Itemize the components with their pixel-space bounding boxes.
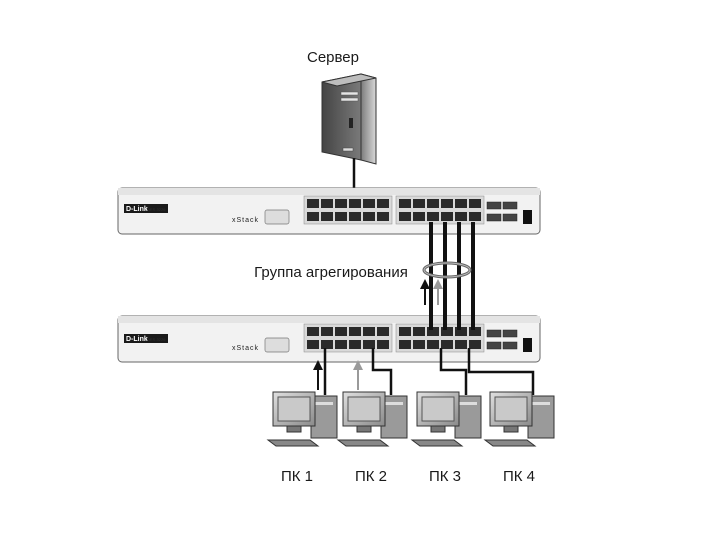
switch-top-brand: D-Link xyxy=(126,206,148,213)
pc-2 xyxy=(336,391,408,447)
server xyxy=(321,73,377,165)
aggregation-label: Группа агрегирования xyxy=(254,264,408,281)
pc-arrow-black xyxy=(313,360,323,390)
aggregation-arrow-gray xyxy=(433,279,443,305)
pc-4-label: ПК 4 xyxy=(503,468,535,485)
pc-4 xyxy=(483,391,555,447)
pc-cables xyxy=(323,348,535,395)
pc-arrow-gray xyxy=(353,360,363,390)
console-port-bottom xyxy=(264,337,290,353)
pc-3 xyxy=(410,391,482,447)
server-label: Сервер xyxy=(307,49,359,66)
pc-1-label: ПК 1 xyxy=(281,468,313,485)
switch-top-indicator xyxy=(523,210,532,224)
switch-bottom-stack: xStack xyxy=(232,345,259,352)
switch-bottom-indicator xyxy=(523,338,532,352)
switch-top: D-Link DES-3226 xStack xyxy=(117,187,541,235)
switch-bottom: D-Link DES-3226 xStack xyxy=(117,315,541,363)
pc-2-label: ПК 2 xyxy=(355,468,387,485)
switch-bottom-brand: D-Link xyxy=(126,336,148,343)
switch-bottom-model: DES-3226 xyxy=(147,337,166,342)
console-port xyxy=(264,209,290,225)
switch-top-model: DES-3226 xyxy=(147,207,166,212)
aggregation-arrow-black xyxy=(420,279,430,305)
pc-3-label: ПК 3 xyxy=(429,468,461,485)
switch-top-stack: xStack xyxy=(232,217,259,224)
pc-1 xyxy=(266,391,338,447)
